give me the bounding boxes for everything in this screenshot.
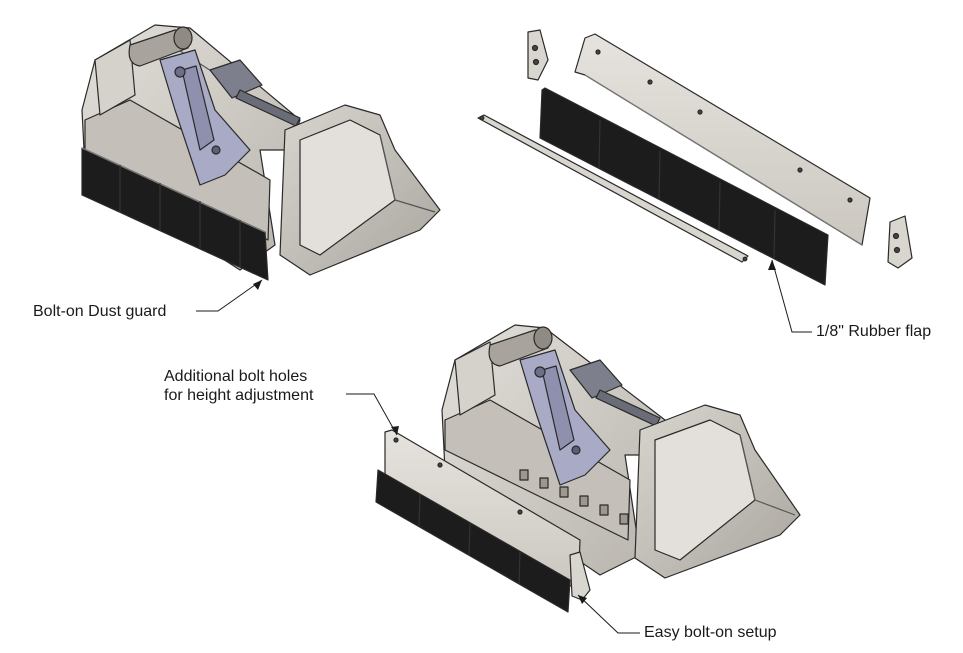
exploded-parts — [477, 29, 913, 286]
gearbox — [209, 59, 263, 99]
rubber-flap — [539, 87, 829, 286]
left-end-bracket — [527, 29, 549, 81]
callout-bolt-holes: Additional bolt holes for height adjustm… — [164, 367, 313, 405]
callout-bolt-holes-line2: for height adjustment — [164, 387, 314, 404]
leader-easy-setup — [577, 594, 640, 634]
callout-rubber-flap: 1/8" Rubber flap — [816, 323, 932, 340]
leader-arrowheads — [253, 260, 776, 604]
leader-lines — [196, 259, 812, 634]
callout-easy-setup: Easy bolt-on setup — [644, 624, 777, 641]
leader-rubber-flap — [771, 259, 812, 333]
leader-dust-guard — [196, 279, 263, 312]
callout-dust-guard: Bolt-on Dust guard — [33, 303, 167, 320]
leader-bolt-holes — [346, 393, 398, 436]
housing-front-face — [84, 99, 271, 241]
mower-detached — [375, 324, 801, 613]
callout-bolt-holes-line1: Additional bolt holes — [164, 368, 308, 385]
detached-end-bracket — [569, 551, 591, 601]
flail-blades — [519, 469, 629, 525]
mower-assembled — [81, 24, 441, 281]
detached-guard-rubber — [375, 469, 571, 613]
right-end-bracket — [887, 215, 913, 269]
left-end-cap — [94, 39, 136, 116]
